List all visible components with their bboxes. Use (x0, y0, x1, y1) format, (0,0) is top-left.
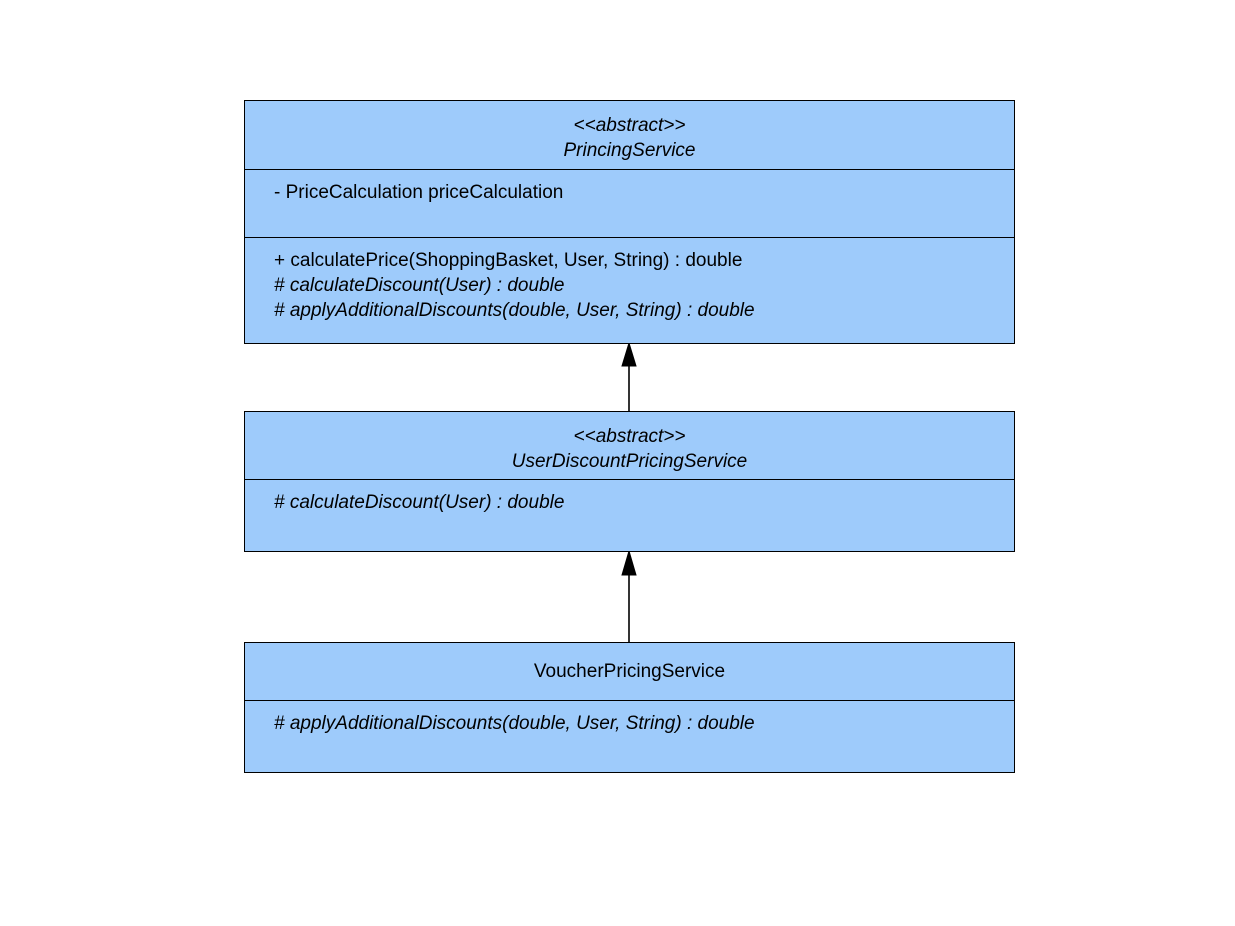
class-operations-user-discount-pricing-service: # calculateDiscount(User) : double (245, 479, 1014, 551)
class-operations-voucher-pricing-service: # applyAdditionalDiscounts(double, User,… (245, 700, 1014, 772)
class-header-voucher-pricing-service: VoucherPricingService (245, 643, 1014, 700)
generalization-arrow-voucher-to-user-discount (621, 549, 637, 642)
class-header-pricing-service: <<abstract>> PrincingService (245, 101, 1014, 169)
class-attribute: - PriceCalculation priceCalculation (274, 182, 564, 203)
class-attributes-pricing-service: - PriceCalculation priceCalculation (245, 169, 1014, 237)
class-operation: # calculateDiscount(User) : double (274, 492, 565, 513)
class-header-user-discount-pricing-service: <<abstract>> UserDiscountPricingService (245, 412, 1014, 479)
class-operation: + calculatePrice(ShoppingBasket, User, S… (274, 250, 743, 271)
class-stereotype: <<abstract>> (573, 426, 686, 447)
class-name: PrincingService (563, 140, 696, 161)
class-operation: # calculateDiscount(User) : double (274, 275, 565, 296)
class-operation: # applyAdditionalDiscounts(double, User,… (274, 713, 755, 734)
uml-class-voucher-pricing-service[interactable]: VoucherPricingService # applyAdditionalD… (244, 642, 1015, 773)
class-name: UserDiscountPricingService (511, 451, 748, 472)
uml-class-user-discount-pricing-service[interactable]: <<abstract>> UserDiscountPricingService … (244, 411, 1015, 552)
class-operations-pricing-service: + calculatePrice(ShoppingBasket, User, S… (245, 237, 1014, 343)
class-operation: # applyAdditionalDiscounts(double, User,… (274, 300, 755, 321)
class-name: VoucherPricingService (533, 661, 726, 682)
uml-class-pricing-service[interactable]: <<abstract>> PrincingService - PriceCalc… (244, 100, 1015, 344)
class-stereotype: <<abstract>> (573, 115, 686, 136)
generalization-arrow-user-discount-to-pricing (621, 341, 637, 411)
